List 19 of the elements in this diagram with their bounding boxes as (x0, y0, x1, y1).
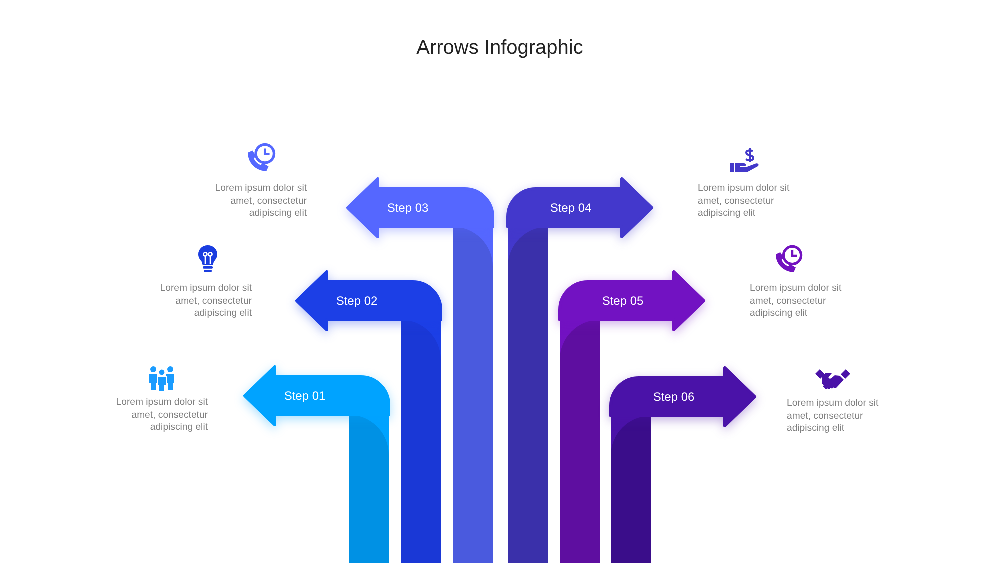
step-label: Step 01 (284, 389, 326, 403)
description-text: Lorem ipsum dolor sit amet, consectetur adipiscing elit (214, 183, 307, 220)
description-text: Lorem ipsum dolor sit amet, consectetur adipiscing elit (159, 283, 252, 320)
description-text: Lorem ipsum dolor sit amet, consectetur adipiscing elit (115, 397, 208, 434)
step-ribbon (295, 270, 441, 332)
step-ribbon (243, 365, 389, 427)
step-label: Step 03 (387, 201, 429, 215)
step-ribbon (611, 366, 757, 428)
step-ribbon (560, 270, 706, 332)
step-ribbon (346, 177, 493, 239)
step-label: Step 05 (602, 294, 644, 308)
title: Arrows Infographic (416, 36, 584, 60)
step-label: Step 06 (653, 390, 695, 404)
description-text: Lorem ipsum dolor sit amet, consectetur adipiscing elit (787, 398, 880, 436)
step-label: Step 04 (550, 201, 592, 215)
step-ribbon (508, 177, 654, 239)
description-text: Lorem ipsum dolor sit amet, consectetur adipiscing elit (698, 183, 791, 220)
description-text: Lorem ipsum dolor sit amet, consectetur adipiscing elit (750, 283, 843, 320)
step-label: Step 02 (336, 294, 378, 308)
